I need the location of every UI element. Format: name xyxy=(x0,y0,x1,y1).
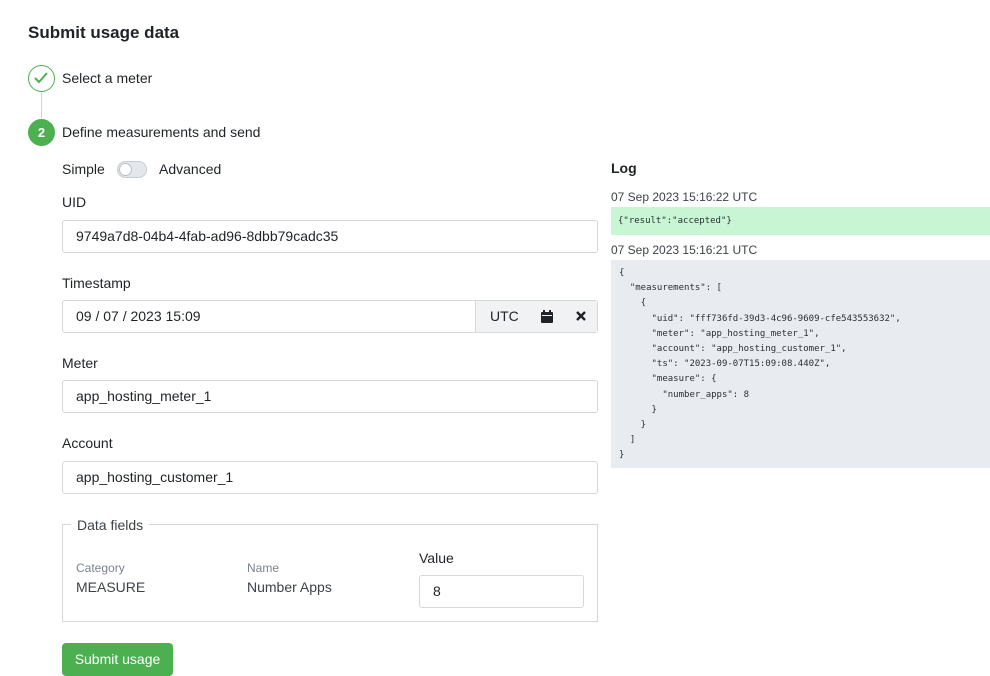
uid-input[interactable]: 9749a7d8-04b4-4fab-ad96-8dbb79cadc35 xyxy=(62,220,598,253)
meter-label: Meter xyxy=(62,355,98,371)
step-1-done-indicator xyxy=(28,65,55,92)
uid-label: UID xyxy=(62,194,87,210)
category-value: MEASURE xyxy=(76,579,146,595)
log-entry-request: { "measurements": [ { "uid": "fff736fd-3… xyxy=(611,260,990,468)
step-1-label[interactable]: Select a meter xyxy=(62,70,153,86)
submit-usage-button[interactable]: Submit usage xyxy=(62,643,173,676)
mode-simple-label: Simple xyxy=(62,161,105,177)
category-header: Category xyxy=(76,561,125,575)
log-entry-timestamp: 07 Sep 2023 15:16:22 UTC xyxy=(611,190,758,204)
name-header: Name xyxy=(247,561,280,575)
timestamp-label: Timestamp xyxy=(62,275,131,291)
timezone-label: UTC xyxy=(490,308,519,324)
value-input[interactable]: 8 xyxy=(419,575,584,608)
timestamp-field: 09 / 07 / 2023 15:09 UTC xyxy=(62,300,598,333)
timestamp-addon: UTC xyxy=(475,301,597,332)
account-label: Account xyxy=(62,435,113,451)
meter-input[interactable]: app_hosting_meter_1 xyxy=(62,380,598,413)
page-title: Submit usage data xyxy=(28,23,180,42)
value-header: Value xyxy=(419,550,454,566)
log-title: Log xyxy=(611,160,637,176)
account-input[interactable]: app_hosting_customer_1 xyxy=(62,461,598,494)
timestamp-input[interactable]: 09 / 07 / 2023 15:09 xyxy=(76,308,201,324)
data-fields-group: Data fields Category MEASURE Name Number… xyxy=(62,517,598,622)
toggle-knob xyxy=(119,163,132,176)
checkmark-icon xyxy=(34,72,48,84)
step-2-number: 2 xyxy=(28,119,55,146)
data-fields-legend: Data fields xyxy=(71,517,150,533)
close-icon[interactable] xyxy=(575,310,587,322)
log-entry-response: {"result":"accepted"} xyxy=(611,207,990,235)
log-entry-timestamp: 07 Sep 2023 15:16:21 UTC xyxy=(611,243,758,257)
step-2-label: Define measurements and send xyxy=(62,124,261,140)
calendar-icon[interactable] xyxy=(541,310,553,323)
mode-advanced-label: Advanced xyxy=(159,161,222,177)
step-connector xyxy=(41,93,42,118)
mode-toggle[interactable] xyxy=(117,161,147,178)
name-value: Number Apps xyxy=(247,579,332,595)
